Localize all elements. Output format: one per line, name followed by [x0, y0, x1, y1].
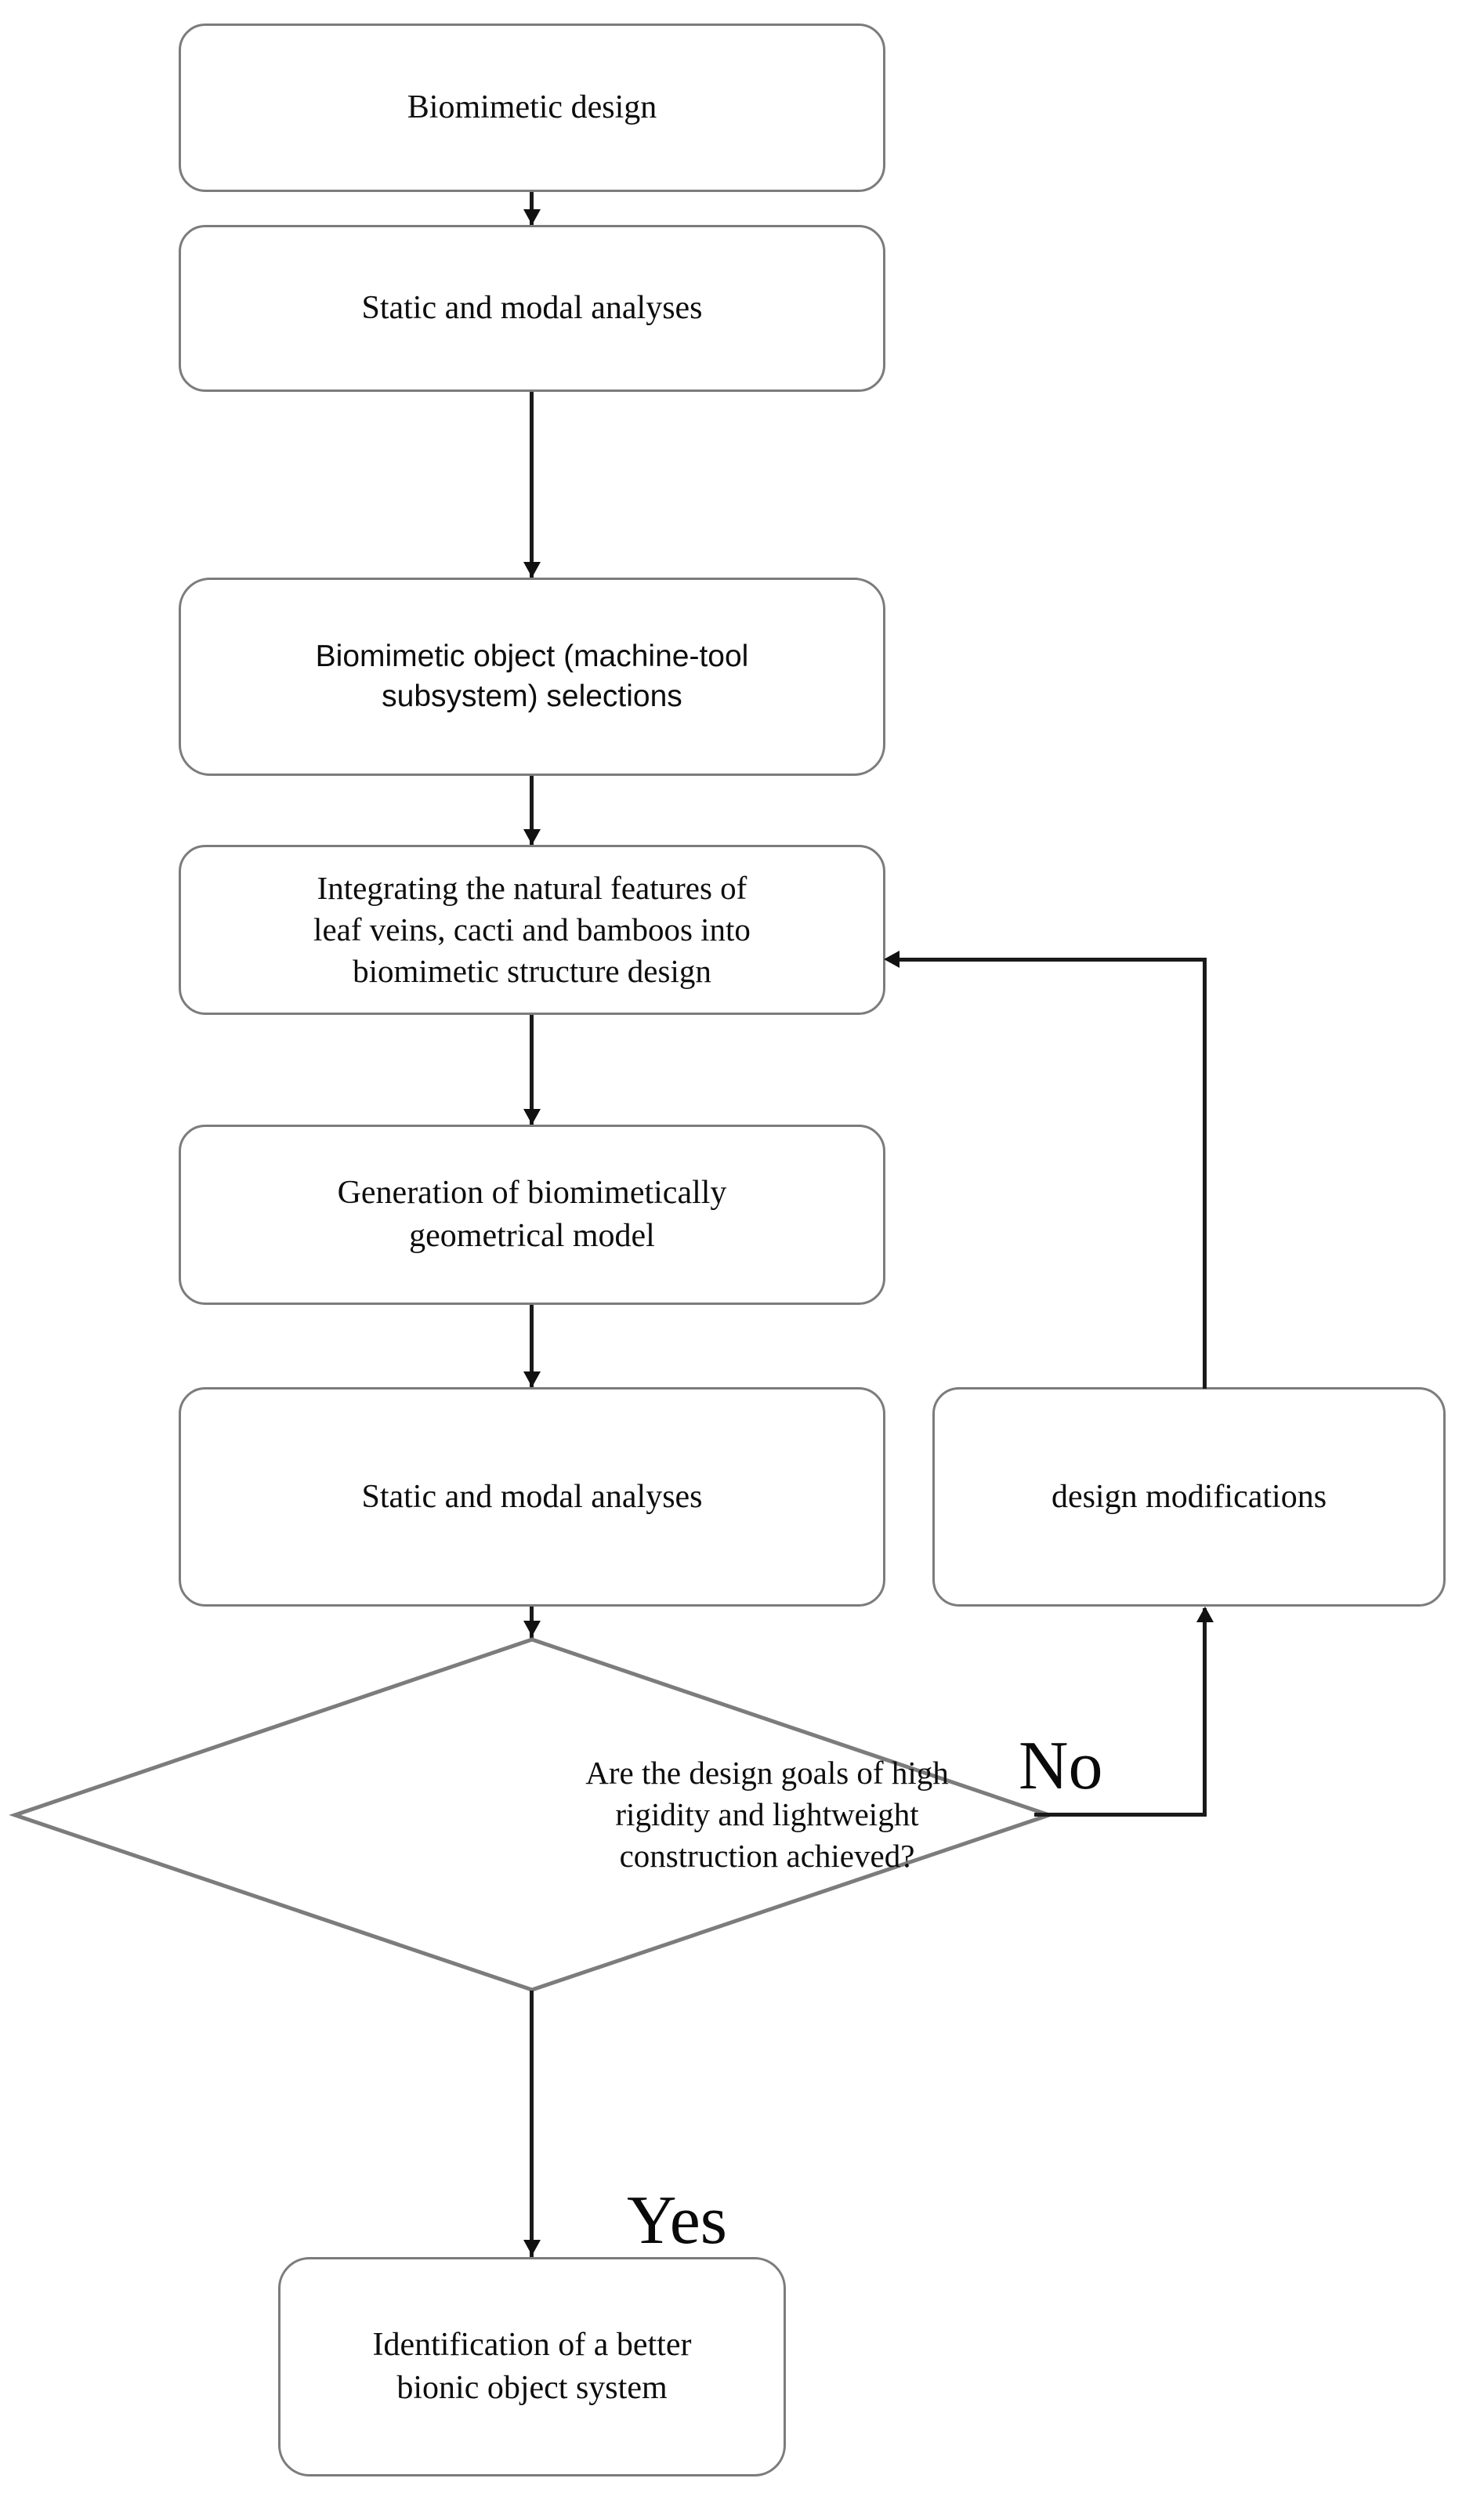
node-static-modal-analyses-1-label: Static and modal analyses — [361, 290, 703, 327]
node-decision-design-goals[interactable]: Are the design goals of high rigidity an… — [9, 1636, 1055, 1993]
node-biomimetic-object-selections-label: Biomimetic object (machine-tool subsyste… — [315, 639, 749, 713]
arrowhead-down-icon — [523, 2240, 541, 2255]
connector-biomimetic-design-to-static-modal-1 — [530, 192, 534, 225]
node-static-modal-analyses-1[interactable]: Static and modal analyses — [179, 225, 885, 392]
arrowhead-down-icon — [523, 829, 541, 845]
node-integrating-natural-features-label: Integrating the natural features of leaf… — [313, 869, 751, 990]
arrowhead-down-icon — [523, 1109, 541, 1125]
node-biomimetic-design-label: Biomimetic design — [407, 89, 657, 126]
node-biomimetic-design[interactable]: Biomimetic design — [179, 24, 885, 192]
branch-label-yes: Yes — [627, 2183, 728, 2259]
node-generation-geometrical-model-label: Generation of biomimetically geometrical… — [337, 1175, 727, 1254]
connector-decision-no-vertical — [1203, 1608, 1207, 1814]
node-identification-bionic-object-system-label: Identification of a better bionic object… — [372, 2327, 692, 2406]
node-static-modal-analyses-2[interactable]: Static and modal analyses — [179, 1387, 885, 1607]
node-design-modifications[interactable]: design modifications — [932, 1387, 1446, 1607]
connector-decision-yes-vertical — [530, 1991, 534, 2261]
node-integrating-natural-features[interactable]: Integrating the natural features of leaf… — [179, 845, 885, 1015]
branch-label-no: No — [1019, 1728, 1103, 1804]
arrowhead-down-icon — [523, 1621, 541, 1636]
arrowhead-down-icon — [523, 209, 541, 225]
connector-generation-to-static-modal-2 — [530, 1305, 534, 1391]
arrowhead-down-icon — [523, 1371, 541, 1387]
connector-design-modifications-feedback-horizontal — [899, 958, 1207, 962]
connector-integrating-to-generation — [530, 1015, 534, 1126]
node-design-modifications-label: design modifications — [1051, 1478, 1327, 1515]
node-identification-bionic-object-system[interactable]: Identification of a better bionic object… — [278, 2257, 786, 2476]
node-static-modal-analyses-2-label: Static and modal analyses — [361, 1478, 703, 1515]
node-biomimetic-object-selections[interactable]: Biomimetic object (machine-tool subsyste… — [179, 578, 885, 776]
diamond-shape-icon — [9, 1637, 1055, 1992]
node-generation-geometrical-model[interactable]: Generation of biomimetically geometrical… — [179, 1125, 885, 1305]
connector-biomimetic-object-to-integrating — [530, 776, 534, 846]
arrowhead-down-icon — [523, 562, 541, 578]
connector-decision-no-horizontal — [1034, 1813, 1207, 1817]
connector-static-modal-1-to-biomimetic-object — [530, 392, 534, 578]
arrowhead-up-icon — [1196, 1607, 1214, 1622]
arrowhead-left-icon — [884, 951, 899, 968]
connector-design-modifications-feedback-vertical — [1203, 958, 1207, 1389]
